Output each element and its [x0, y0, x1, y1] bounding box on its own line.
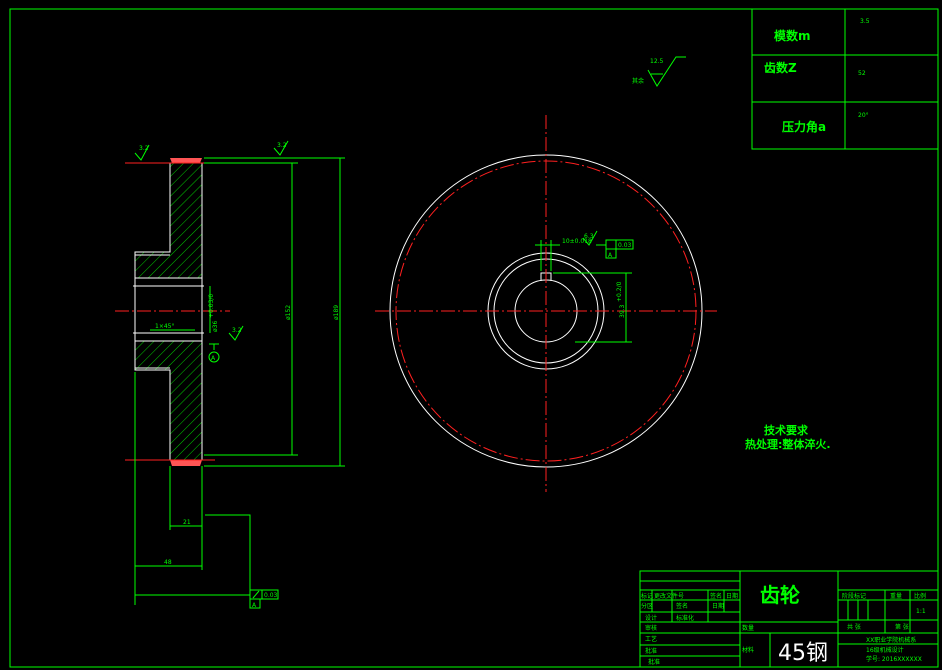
dim-hub-diameter: ø152 — [285, 305, 292, 320]
param-module-value: 3.5 — [860, 18, 870, 25]
general-roughness-symbol: 12.5 其余 — [632, 56, 686, 87]
tb-weight: 重量 — [890, 592, 902, 600]
param-pressure-angle-label: 压力角a — [782, 119, 826, 134]
tb-scale: 1:1 — [916, 608, 926, 615]
tb-sign: 签名 — [710, 592, 722, 600]
tb-approve: 批准 — [645, 647, 657, 655]
tb-part-name: 齿轮 — [760, 583, 800, 607]
dim-bore-diameter: ø36 — [212, 321, 219, 332]
tb-material: 45钢 — [778, 641, 828, 666]
tb-org: XX职业学院机械系 — [866, 636, 916, 644]
tech-req-line: 热处理:整体淬火. — [745, 437, 831, 451]
dim-keyway-depth: 39.3 — [619, 304, 626, 318]
section-hatch-lower — [135, 341, 202, 460]
tb-dept: 16级机械设计 — [866, 646, 904, 654]
dim-width-48: 48 — [164, 559, 172, 566]
param-teeth-label: 齿数Z — [764, 60, 797, 75]
tb-approve2: 批准 — [648, 658, 660, 666]
dim-outer-diameter: ø189 — [333, 305, 340, 320]
roughness-keyway: 6.3 — [584, 233, 594, 240]
section-dimensions: ø152 ø189 ø36 +0.03/0 1×45° 21 48 0.03 A — [134, 140, 345, 609]
section-hatch-upper — [135, 163, 202, 278]
technical-requirements: 技术要求 热处理:整体淬火. — [745, 423, 831, 451]
tb-drawn: 工艺 — [645, 635, 657, 643]
roughness-face: 3.2 — [277, 142, 287, 149]
tb-total: 共 张 — [847, 623, 861, 631]
front-view: 10±0.018 39.3 +0.2/0 0.03 A 6.3 — [375, 115, 717, 492]
tb-sign2: 签名 — [676, 602, 688, 610]
runout-value: 0.03 — [264, 592, 278, 599]
param-module-label: 模数m — [774, 28, 811, 43]
section-view — [115, 158, 230, 466]
roughness-bore: 3.2 — [232, 327, 242, 334]
param-teeth-value: 52 — [858, 70, 866, 77]
tb-qty: 数量 — [742, 624, 754, 632]
dim-chamfer: 1×45° — [155, 323, 174, 330]
symmetry-value: 0.03 — [618, 242, 632, 249]
tb-student-no: 学号: 2016XXXXXX — [866, 655, 922, 663]
tb-mark: 标记 — [641, 592, 653, 600]
drawing-frame — [9, 8, 939, 668]
datum-a-label: A — [211, 355, 216, 362]
tb-standard: 标准化 — [676, 614, 694, 622]
tech-req-title: 技术要求 — [764, 423, 809, 437]
general-roughness-value: 12.5 — [650, 58, 664, 65]
tb-count: 更改文件号 — [654, 592, 684, 600]
tb-date: 日期 — [712, 602, 724, 610]
roughness-flank: 3.2 — [139, 145, 149, 152]
runout-datum: A — [252, 602, 257, 609]
general-roughness-note: 其余 — [632, 77, 644, 85]
dim-bore-tolerance: +0.03/0 — [208, 294, 215, 318]
parameter-table: 模数m 3.5 齿数Z 52 压力角a 20° — [751, 8, 939, 150]
title-block: 标记 更改文件号 签名 日期 分区 签名 日期 设计 标准化 工艺 审核 批准 … — [639, 570, 939, 668]
tb-ratio: 比例 — [914, 592, 926, 600]
symmetry-datum: A — [608, 252, 613, 259]
param-pressure-angle-value: 20° — [858, 112, 869, 119]
tb-stage: 阶段标记 — [842, 592, 866, 600]
dim-keyway-depth-tol: +0.2/0 — [616, 281, 623, 302]
tb-zone: 分区 — [641, 602, 653, 610]
tb-check: 审核 — [645, 624, 657, 632]
tb-sheet: 第 张 — [895, 623, 909, 631]
dim-width-21: 21 — [183, 519, 191, 526]
tb-date-h: 日期 — [726, 592, 738, 600]
dim-keyway-width: 10±0.018 — [562, 238, 592, 245]
tb-material-label: 材料 — [742, 646, 754, 654]
tb-design: 设计 — [645, 614, 657, 622]
